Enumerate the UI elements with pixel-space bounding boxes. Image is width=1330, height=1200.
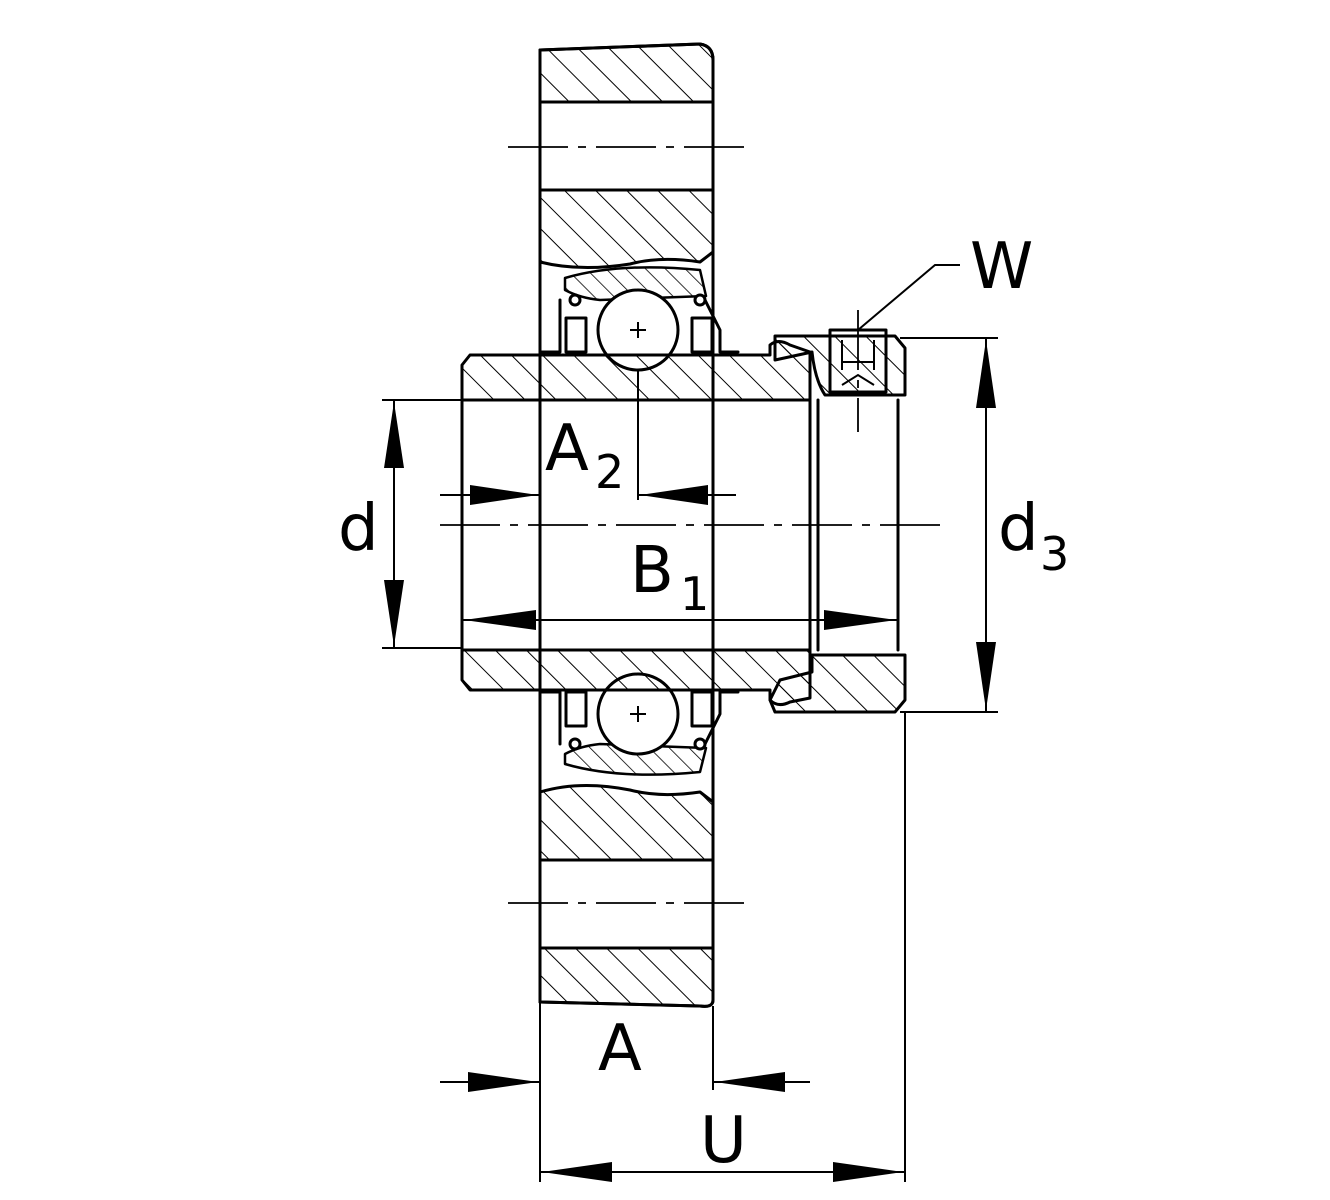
label-a: A xyxy=(598,1012,642,1086)
label-d3-subscript: 3 xyxy=(1040,527,1069,581)
locking-collar xyxy=(768,310,907,714)
dimension-b1: B 1 xyxy=(462,534,898,630)
shaft-bore xyxy=(440,398,940,652)
housing-flange xyxy=(508,42,745,1008)
bearing-outer-ring xyxy=(538,266,740,776)
label-u: U xyxy=(700,1104,747,1178)
label-b1-subscript: 1 xyxy=(680,567,709,621)
label-b1: B xyxy=(630,534,674,608)
inner-ring xyxy=(460,340,812,707)
dimension-d: d xyxy=(338,399,462,649)
dimension-u: U xyxy=(540,712,906,1182)
dimension-d3: d 3 xyxy=(900,337,1069,713)
dimension-w: W xyxy=(857,230,1033,331)
dimension-a: A xyxy=(440,1000,810,1182)
dimension-a2: A 2 xyxy=(440,352,736,505)
label-w: W xyxy=(970,230,1033,304)
label-d: d xyxy=(338,492,379,566)
bearing-balls xyxy=(596,288,680,756)
label-a2: A xyxy=(545,412,589,486)
label-d3: d xyxy=(998,492,1039,566)
label-a2-subscript: 2 xyxy=(595,445,624,499)
